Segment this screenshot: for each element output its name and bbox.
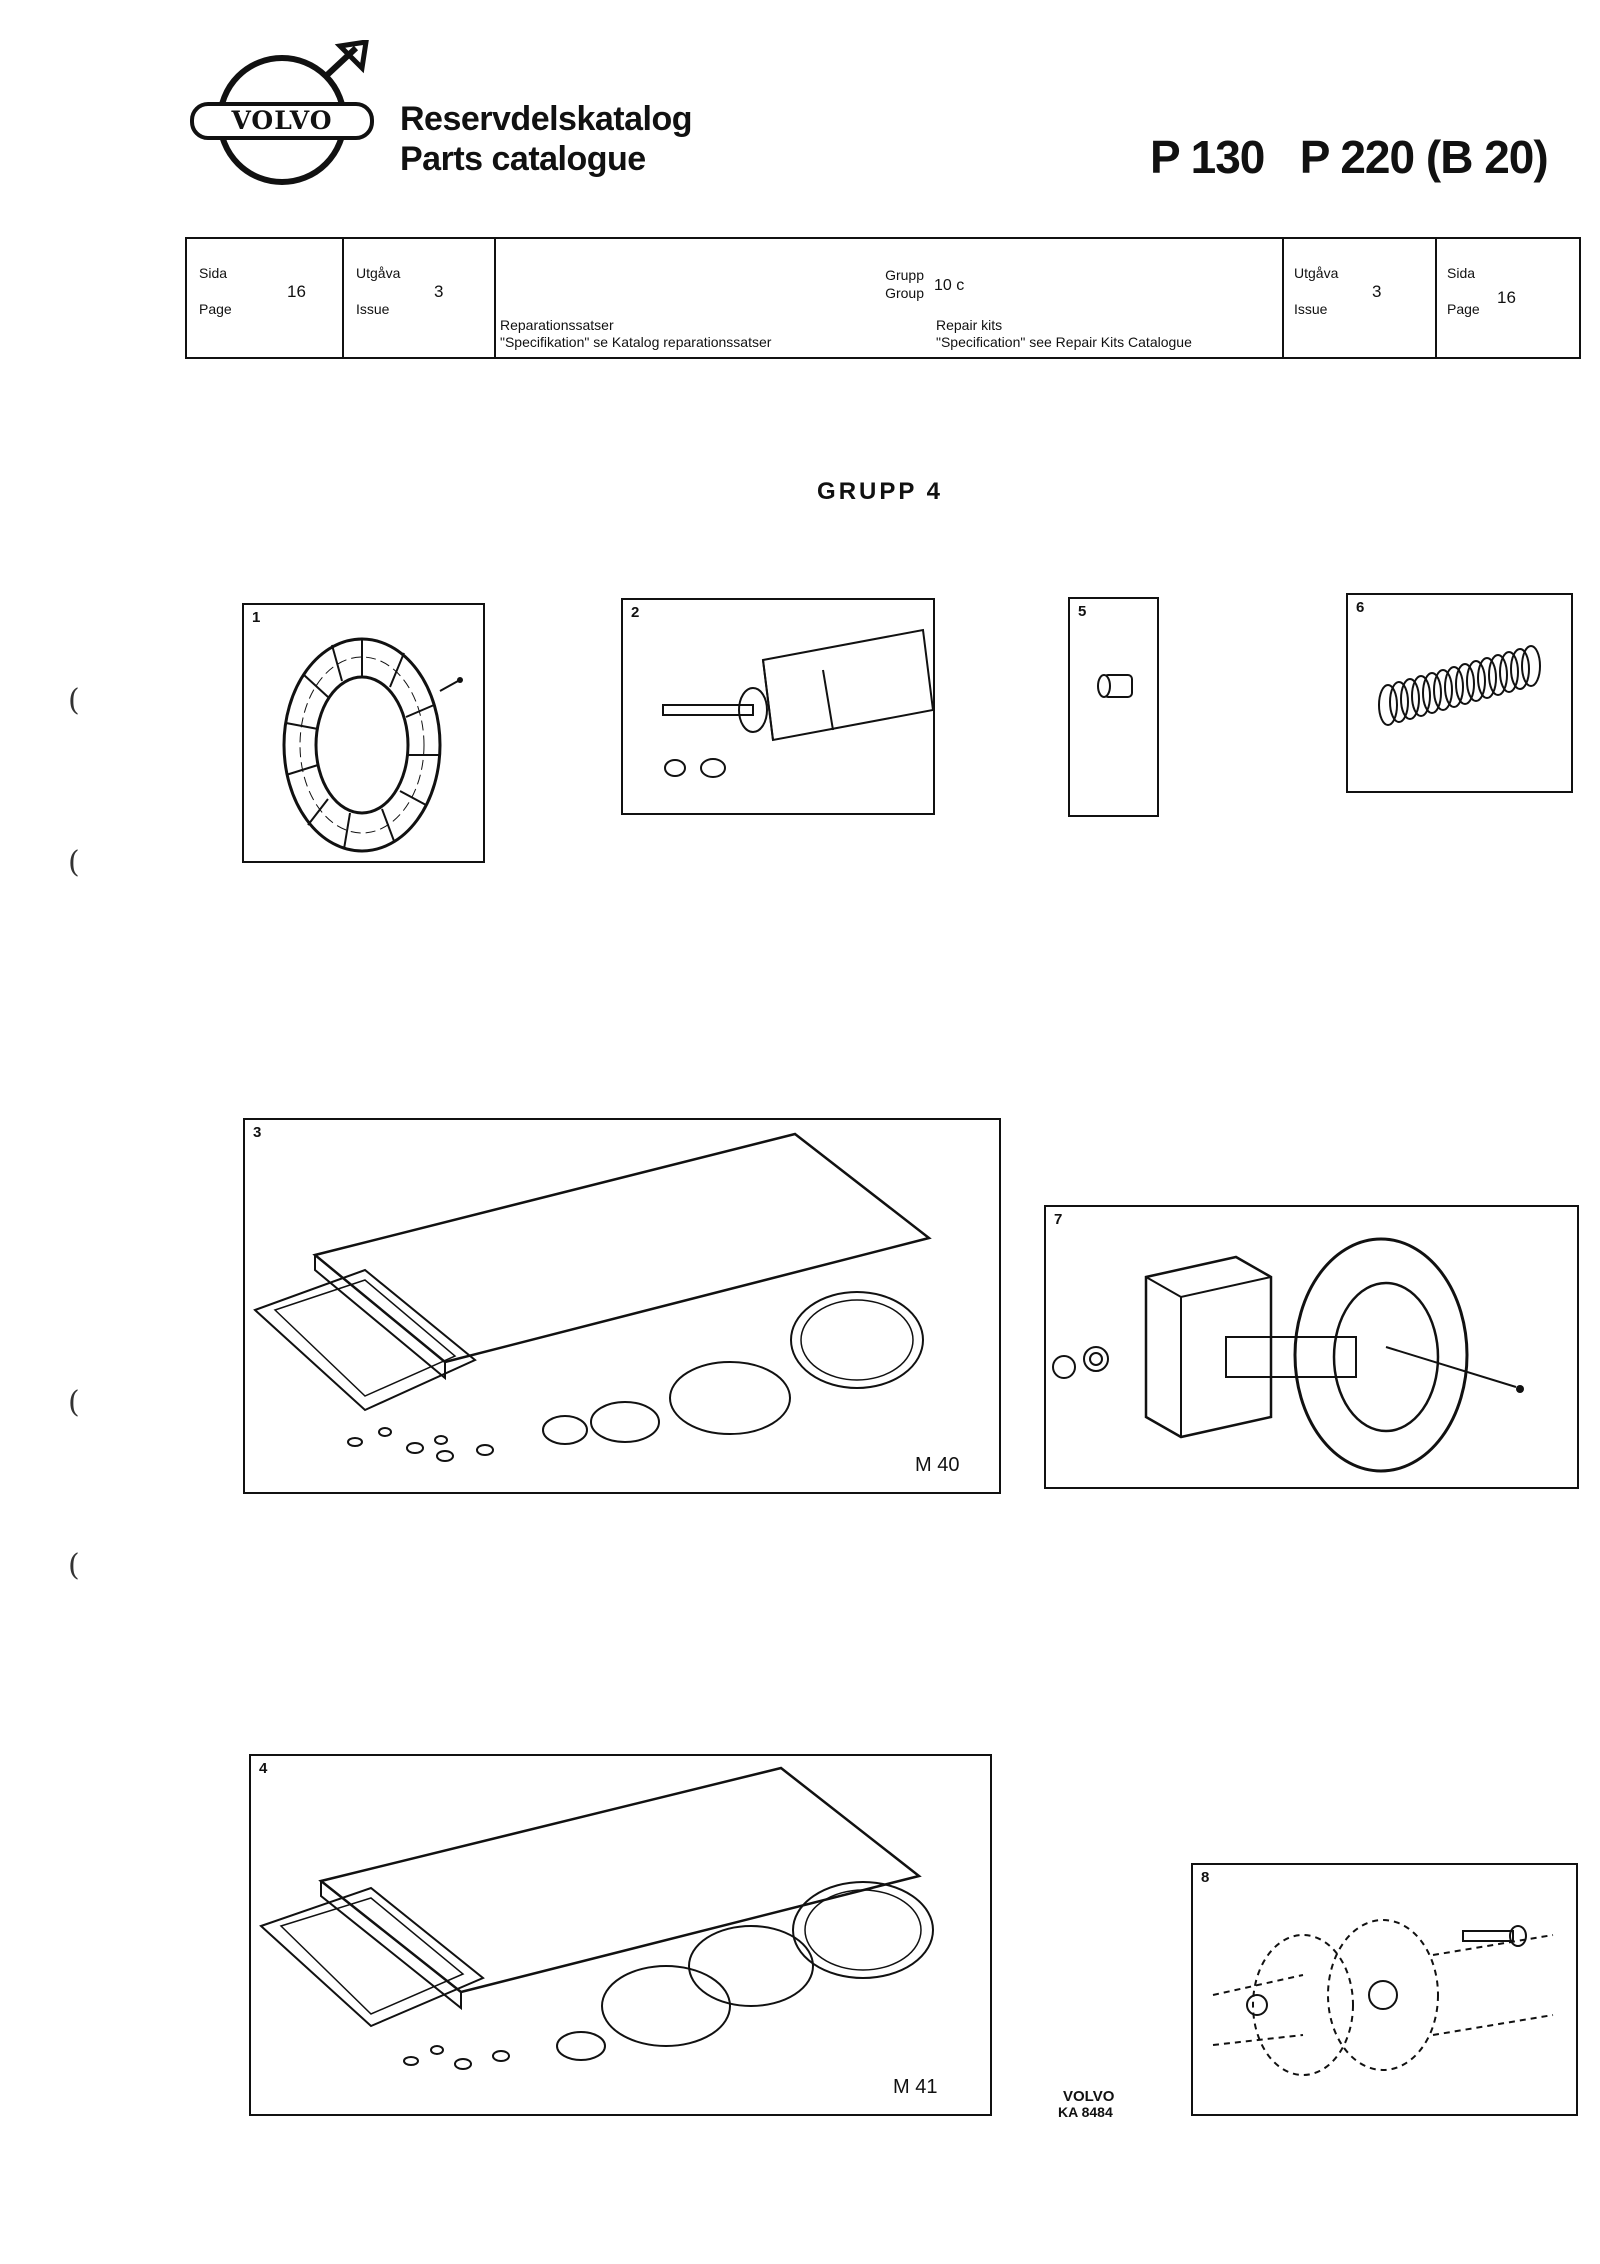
issue-value-right: 3 bbox=[1372, 282, 1382, 301]
utgava-label: Utgåva bbox=[356, 265, 401, 281]
page-cell-right: Sida Page 16 bbox=[1437, 239, 1579, 357]
figure-number: 3 bbox=[253, 1124, 262, 1141]
figure-3-gasket-set: 3 M 40 bbox=[243, 1118, 1001, 1494]
issue-value: 3 bbox=[434, 282, 444, 301]
ring-gear-drawing bbox=[1052, 1237, 1524, 1473]
flange-bolt-drawing bbox=[1212, 1919, 1554, 2076]
model-label: M 41 bbox=[893, 2076, 938, 2098]
group-heading: GRUPP 4 bbox=[817, 478, 943, 505]
footer-code: KA 8484 bbox=[1058, 2104, 1113, 2120]
model-label: M 40 bbox=[915, 1454, 960, 1476]
catalogue-title-en: Parts catalogue bbox=[400, 140, 646, 178]
shaft-kit-drawing bbox=[662, 628, 935, 778]
repair-kits-en: Repair kits bbox=[936, 317, 1003, 333]
figure-number: 4 bbox=[259, 1760, 268, 1777]
spring-coil bbox=[1499, 651, 1519, 693]
figure-number: 2 bbox=[631, 604, 640, 621]
margin-mark: ( bbox=[68, 1385, 80, 1420]
spring-coil bbox=[1422, 672, 1442, 714]
grupp-label: Grupp bbox=[885, 267, 924, 283]
specification-en: "Specification" see Repair Kits Catalogu… bbox=[936, 334, 1192, 350]
spring-coil bbox=[1488, 654, 1508, 696]
clutch-disc-drawing bbox=[282, 637, 463, 853]
spring-drawing bbox=[1378, 645, 1541, 726]
info-table: Sida Page 16 Utgåva Issue 3 Grupp Group … bbox=[185, 237, 1581, 359]
page-cell-left: Sida Page 16 bbox=[187, 239, 344, 357]
figure-2-shaft-kit: 2 bbox=[621, 598, 935, 815]
figure-8-flange-bolt: 8 bbox=[1191, 1863, 1578, 2116]
figure-number: 6 bbox=[1356, 599, 1365, 616]
footer-brand: VOLVO bbox=[1063, 2088, 1115, 2105]
pin-drawing bbox=[1097, 674, 1133, 698]
group-value: 10 c bbox=[934, 277, 965, 294]
logo-wordmark: VOLVO bbox=[231, 106, 333, 135]
page-label-right: Page bbox=[1447, 301, 1480, 317]
group-cell: Grupp Group 10 c Reparationssatser "Spec… bbox=[496, 239, 1284, 357]
issue-cell-left: Utgåva Issue 3 bbox=[344, 239, 496, 357]
gasket-set-drawing bbox=[253, 1132, 932, 1462]
specification-sv: "Specifikation" se Katalog reparationssa… bbox=[500, 334, 772, 350]
issue-label: Issue bbox=[356, 301, 390, 317]
margin-mark: ( bbox=[68, 845, 80, 880]
spring-coil bbox=[1521, 645, 1541, 687]
figure-number: 5 bbox=[1078, 603, 1087, 620]
spring-coil bbox=[1477, 657, 1497, 699]
spring-coil bbox=[1455, 663, 1475, 705]
sida-label-right: Sida bbox=[1447, 265, 1476, 281]
figure-5-pin: 5 bbox=[1068, 597, 1159, 817]
spring-coil bbox=[1378, 684, 1398, 726]
spring-coil bbox=[1400, 678, 1420, 720]
spring-coil bbox=[1389, 681, 1409, 723]
figure-1-clutch-disc: 1 bbox=[242, 603, 485, 863]
figure-6-spring: 6 bbox=[1346, 593, 1573, 793]
spring-coil bbox=[1433, 669, 1453, 711]
sida-label: Sida bbox=[199, 265, 228, 281]
figure-4-gasket-set: 4 M 41 bbox=[249, 1754, 992, 2116]
catalogue-title-sv: Reservdelskatalog bbox=[400, 100, 693, 138]
margin-mark: ( bbox=[68, 1548, 80, 1583]
repair-kits-sv: Reparationssatser bbox=[500, 317, 614, 333]
page-label: Page bbox=[199, 301, 232, 317]
group-label: Group bbox=[885, 285, 924, 301]
figure-number: 1 bbox=[252, 609, 261, 626]
page-value-right: 16 bbox=[1497, 288, 1516, 307]
model-designation: P 130 P 220 (B 20) bbox=[1150, 131, 1549, 183]
spring-coil bbox=[1444, 666, 1464, 708]
issue-cell-right: Utgåva Issue 3 bbox=[1284, 239, 1437, 357]
volvo-logo: VOLVO bbox=[190, 40, 380, 190]
figure-number: 8 bbox=[1201, 1869, 1210, 1886]
issue-label-right: Issue bbox=[1294, 301, 1328, 317]
spring-coil bbox=[1510, 648, 1530, 690]
page-value: 16 bbox=[287, 282, 306, 301]
utgava-label-right: Utgåva bbox=[1294, 265, 1339, 281]
figure-number: 7 bbox=[1054, 1211, 1063, 1228]
figure-7-ring-gear: 7 bbox=[1044, 1205, 1579, 1489]
gasket-set-drawing bbox=[259, 1766, 934, 2070]
spring-coil bbox=[1466, 660, 1486, 702]
margin-mark: ( bbox=[68, 683, 80, 718]
spring-coil bbox=[1411, 675, 1431, 717]
